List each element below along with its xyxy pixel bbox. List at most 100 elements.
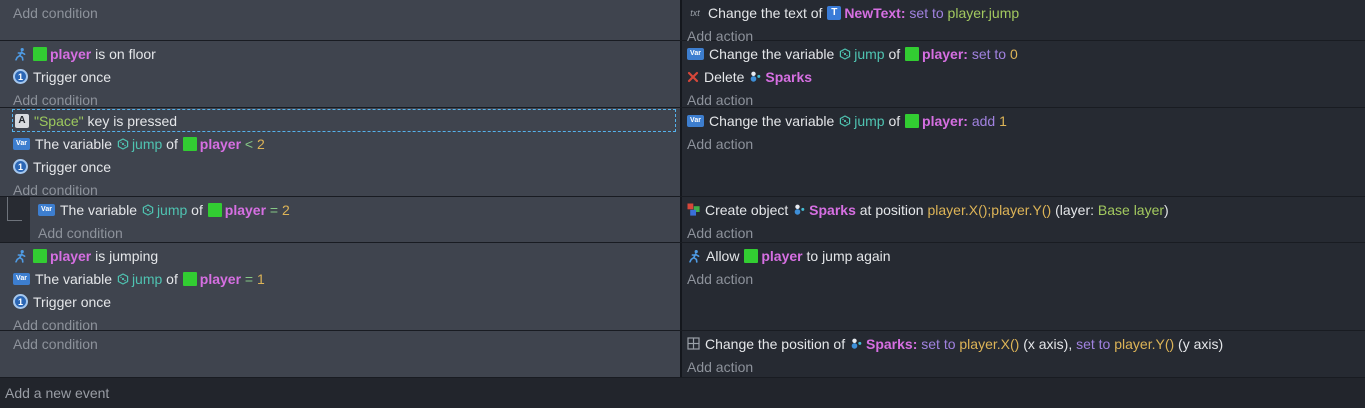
particle-icon bbox=[793, 203, 806, 216]
add-condition-button[interactable]: Add condition bbox=[13, 4, 98, 21]
trigger-once-icon: 1 bbox=[13, 294, 28, 309]
text-segment: < bbox=[241, 135, 257, 152]
varname-icon bbox=[117, 137, 129, 150]
varname-icon bbox=[839, 47, 851, 60]
add-condition-button[interactable]: Add condition bbox=[13, 181, 98, 198]
text-segment: player bbox=[761, 247, 803, 264]
variable-icon: Var bbox=[13, 137, 30, 150]
text-object-icon: T bbox=[827, 5, 842, 20]
platformer-icon bbox=[13, 47, 27, 61]
text-segment: key is pressed bbox=[83, 112, 178, 129]
variable-icon: Var bbox=[38, 203, 55, 216]
text-segment: of bbox=[162, 135, 182, 152]
text-segment: add bbox=[971, 112, 996, 129]
add-action-button[interactable]: Add action bbox=[687, 358, 754, 375]
text-segment: of bbox=[884, 112, 905, 129]
text-segment: is jumping bbox=[91, 247, 159, 264]
action-line[interactable]: Delete Sparks bbox=[686, 65, 1361, 88]
add-condition-button[interactable]: Add condition bbox=[13, 335, 98, 352]
create-icon bbox=[687, 203, 700, 216]
trigger-once-icon: 1 bbox=[13, 69, 28, 84]
particle-icon bbox=[749, 70, 762, 83]
text-segment: Change the position of bbox=[705, 335, 849, 352]
add-action-button[interactable]: Add action bbox=[687, 224, 754, 241]
text-segment: 1 bbox=[256, 270, 265, 287]
player-object-thumbnail bbox=[905, 46, 920, 61]
text-segment: jump bbox=[854, 45, 885, 62]
text-segment: Change the variable bbox=[709, 112, 839, 129]
add-event-button[interactable]: Add a new event bbox=[0, 378, 1365, 408]
text-segment: Sparks bbox=[765, 68, 813, 85]
action-line[interactable]: Allow player to jump again bbox=[686, 244, 1361, 267]
condition-line[interactable]: player is on floor bbox=[12, 42, 676, 65]
text-segment: = bbox=[266, 201, 282, 218]
text-segment: player.X();player.Y() bbox=[927, 201, 1052, 218]
text-segment: of bbox=[162, 270, 182, 287]
text-segment: Delete bbox=[704, 68, 749, 85]
add-action-button[interactable]: Add action bbox=[687, 270, 754, 287]
delete-icon bbox=[687, 71, 699, 83]
action-line[interactable]: Create object Sparks at position player.… bbox=[686, 198, 1361, 221]
text-segment: ) bbox=[1164, 201, 1169, 218]
text-segment: at position bbox=[855, 201, 928, 218]
condition-line[interactable]: 1 Trigger once bbox=[12, 290, 676, 313]
text-segment: (x axis), bbox=[1019, 335, 1077, 352]
varname-icon bbox=[839, 114, 851, 127]
condition-line[interactable]: player is jumping bbox=[12, 244, 676, 267]
platformer-icon bbox=[687, 249, 701, 263]
player-object-thumbnail bbox=[33, 46, 47, 61]
text-segment: The variable bbox=[35, 135, 116, 152]
add-condition-button[interactable]: Add condition bbox=[13, 91, 98, 108]
text-segment: Trigger once bbox=[33, 293, 112, 310]
actions-column: Create object Sparks at position player.… bbox=[682, 197, 1365, 242]
player-object-thumbnail bbox=[182, 271, 197, 286]
text-segment: player.X() bbox=[955, 335, 1020, 352]
particle-icon bbox=[850, 337, 863, 350]
text-action-icon: txt bbox=[690, 7, 700, 18]
text-segment: jump bbox=[156, 201, 188, 218]
text-segment: Sparks: bbox=[866, 335, 918, 352]
text-segment: jump bbox=[131, 135, 163, 152]
position-icon bbox=[687, 337, 700, 350]
variable-icon: Var bbox=[13, 272, 30, 285]
text-segment: set to bbox=[921, 335, 956, 352]
add-condition-button[interactable]: Add condition bbox=[13, 316, 98, 333]
variable-icon: Var bbox=[687, 47, 704, 60]
varname-icon bbox=[117, 272, 129, 285]
text-segment: player bbox=[50, 45, 92, 62]
add-action-button[interactable]: Add action bbox=[687, 135, 754, 152]
conditions-column: Add condition bbox=[0, 331, 682, 377]
add-action-button[interactable]: Add action bbox=[687, 27, 754, 44]
text-segment: 2 bbox=[281, 201, 290, 218]
condition-line[interactable]: A"Space" key is pressed bbox=[12, 109, 676, 132]
text-segment: is on floor bbox=[91, 45, 156, 62]
add-condition-button[interactable]: Add condition bbox=[38, 224, 123, 241]
text-segment: of bbox=[884, 45, 905, 62]
action-line[interactable]: Change the position of Sparks: set to pl… bbox=[686, 332, 1361, 355]
add-action-button[interactable]: Add action bbox=[687, 91, 754, 108]
text-segment: The variable bbox=[60, 201, 141, 218]
text-segment: player: bbox=[922, 45, 968, 62]
text-segment: player: bbox=[922, 112, 968, 129]
event-row: Add condition Change the position of Spar… bbox=[0, 331, 1365, 378]
variable-icon: Var bbox=[687, 114, 704, 127]
text-segment: player bbox=[199, 270, 242, 287]
text-segment: The variable bbox=[35, 270, 116, 287]
